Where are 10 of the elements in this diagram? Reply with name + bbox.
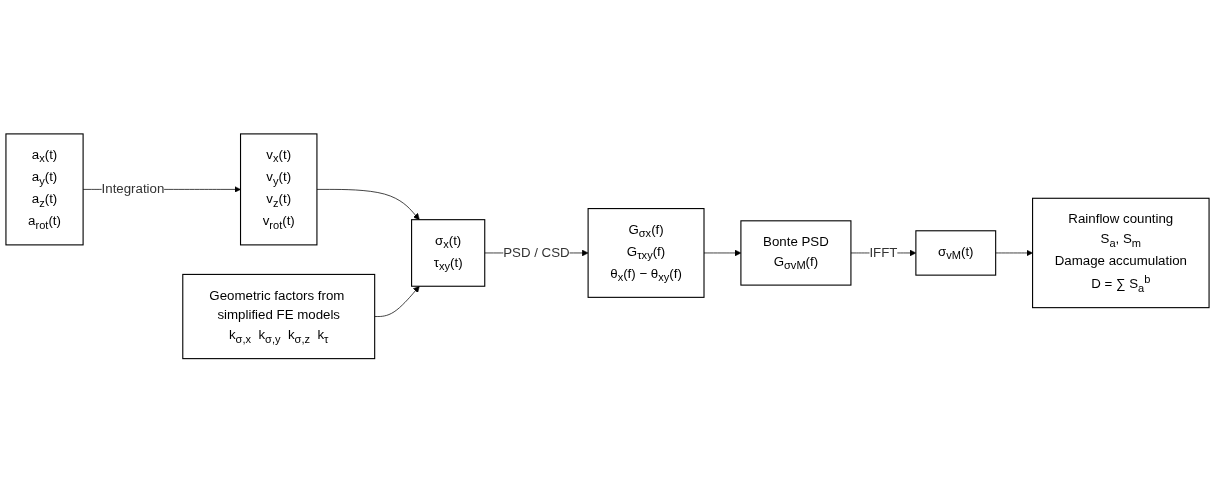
node-box: Bonte PSD G$_{σvM}$(f) xyxy=(740,220,852,286)
node-box: G$_{σx}$(f) G$_{τxy}$(f) θ$_{x}$(f) − θ$_{xy}$(f) xyxy=(587,207,705,298)
node-box: Geometric factors from simplified FE models k$_{σ,x}$ k$_{σ,y}$ k$_{σ,z}$ k$_{τ}$ xyxy=(182,273,376,359)
node-box: v$_{x}$(t) v$_{y}$(t) v$_{z}$(t) v$_{rot}$(t) xyxy=(239,133,318,246)
node-box: a$_{x}$(t) a$_{y}$(t) a$_{z}$(t) a$_{rot}$(t) xyxy=(5,133,84,246)
edge-label: Integration xyxy=(101,181,165,197)
node-box: σ$_{vM}$(t) xyxy=(915,229,997,276)
node-box: σ$_{x}$(t) τ$_{xy}$(t) xyxy=(411,218,486,287)
edge-label: IFFT xyxy=(869,244,898,260)
edge-label: PSD / CSD xyxy=(503,244,570,260)
